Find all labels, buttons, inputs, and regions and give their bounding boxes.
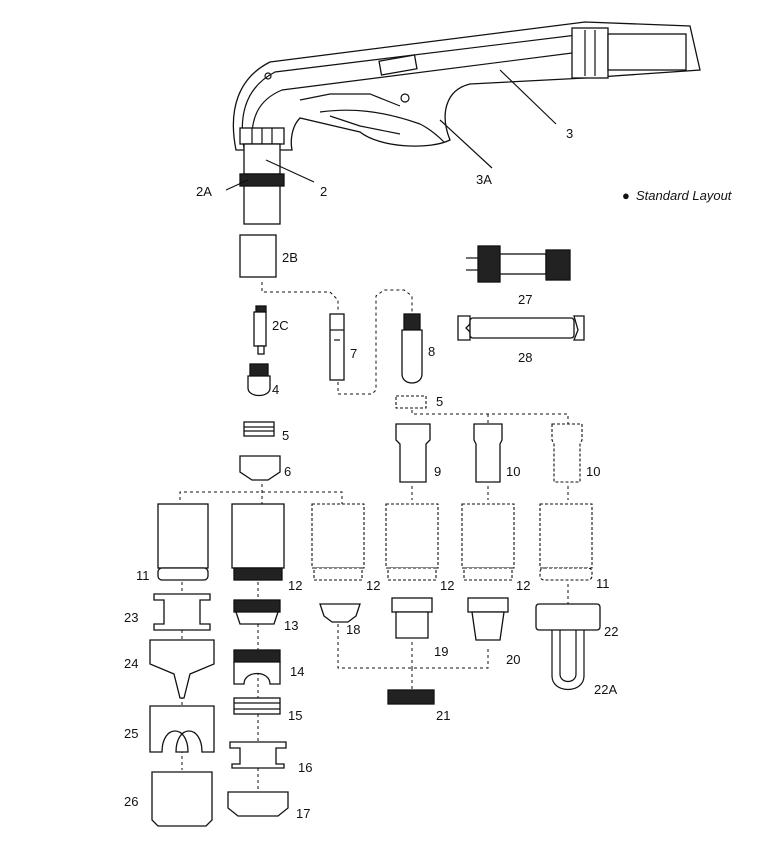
part-13 bbox=[233, 599, 281, 625]
torch-head bbox=[239, 143, 285, 225]
label-10-a: 10 bbox=[506, 464, 520, 479]
part-12-c bbox=[385, 503, 439, 581]
part-19 bbox=[391, 597, 433, 639]
label-7: 7 bbox=[350, 346, 357, 361]
label-18: 18 bbox=[346, 622, 360, 637]
label-28: 28 bbox=[518, 350, 532, 365]
part-21 bbox=[387, 689, 435, 705]
label-2A: 2A bbox=[196, 184, 212, 199]
label-12-c: 12 bbox=[440, 578, 454, 593]
label-16: 16 bbox=[298, 760, 312, 775]
label-17: 17 bbox=[296, 806, 310, 821]
link-2c-7 bbox=[261, 282, 339, 312]
label-11-b: 11 bbox=[596, 576, 610, 591]
part-25 bbox=[149, 705, 215, 753]
torch-handle bbox=[232, 21, 701, 151]
legend: ● Standard Layout bbox=[622, 188, 733, 203]
label-2B: 2B bbox=[282, 250, 298, 265]
label-12-d: 12 bbox=[516, 578, 530, 593]
label-22A: 22A bbox=[594, 682, 617, 697]
part-26 bbox=[151, 771, 213, 827]
label-3: 3 bbox=[566, 126, 573, 141]
part-11-a bbox=[157, 503, 209, 581]
part-22 bbox=[535, 603, 601, 631]
part-labels: 2A 2 2B 2C 3 3A 4 5 5 6 7 8 9 10 10 11 1… bbox=[124, 126, 618, 821]
part-12-d bbox=[461, 503, 515, 581]
part-5-center bbox=[243, 421, 275, 437]
link-left-caps bbox=[179, 491, 343, 504]
label-25: 25 bbox=[124, 726, 138, 741]
label-2C: 2C bbox=[272, 318, 289, 333]
part-5-right bbox=[395, 395, 427, 409]
part-10-a bbox=[473, 423, 503, 483]
part-2C bbox=[253, 305, 267, 355]
label-11-a: 11 bbox=[136, 568, 150, 583]
part-12-a bbox=[231, 503, 285, 581]
part-28 bbox=[457, 315, 585, 341]
label-15: 15 bbox=[288, 708, 302, 723]
label-10-b: 10 bbox=[586, 464, 600, 479]
leader-lines bbox=[225, 69, 557, 191]
label-22: 22 bbox=[604, 624, 618, 639]
part-9 bbox=[395, 423, 431, 483]
label-20: 20 bbox=[506, 652, 520, 667]
label-4: 4 bbox=[272, 382, 279, 397]
label-3A: 3A bbox=[476, 172, 492, 187]
label-19: 19 bbox=[434, 644, 448, 659]
label-27: 27 bbox=[518, 292, 532, 307]
label-9: 9 bbox=[434, 464, 441, 479]
label-2: 2 bbox=[320, 184, 327, 199]
part-11-b bbox=[539, 503, 593, 581]
part-27 bbox=[466, 245, 571, 283]
part-17 bbox=[227, 791, 289, 817]
label-24: 24 bbox=[124, 656, 138, 671]
legend-bullet: ● bbox=[622, 188, 630, 203]
label-12-b: 12 bbox=[366, 578, 380, 593]
label-5-center: 5 bbox=[282, 428, 289, 443]
part-10-b bbox=[551, 423, 583, 483]
label-5-right: 5 bbox=[436, 394, 443, 409]
label-13: 13 bbox=[284, 618, 298, 633]
label-14: 14 bbox=[290, 664, 304, 679]
part-22A bbox=[551, 630, 585, 690]
label-6: 6 bbox=[284, 464, 291, 479]
part-15 bbox=[233, 697, 281, 715]
part-18 bbox=[319, 603, 361, 623]
part-14 bbox=[233, 649, 281, 685]
label-23: 23 bbox=[124, 610, 138, 625]
part-24 bbox=[149, 639, 215, 699]
label-26: 26 bbox=[124, 794, 138, 809]
part-16 bbox=[229, 741, 287, 769]
part-6 bbox=[239, 455, 281, 481]
part-4 bbox=[247, 363, 271, 397]
part-23 bbox=[153, 593, 211, 631]
label-12-a: 12 bbox=[288, 578, 302, 593]
part-8 bbox=[401, 313, 423, 384]
part-20 bbox=[467, 597, 509, 641]
part-7 bbox=[329, 313, 345, 381]
link-nozzles bbox=[411, 410, 569, 424]
label-21: 21 bbox=[436, 708, 450, 723]
part-2B bbox=[239, 234, 277, 278]
legend-text: Standard Layout bbox=[636, 188, 733, 203]
part-12-b bbox=[311, 503, 365, 581]
link-7-8 bbox=[337, 289, 413, 395]
label-8: 8 bbox=[428, 344, 435, 359]
